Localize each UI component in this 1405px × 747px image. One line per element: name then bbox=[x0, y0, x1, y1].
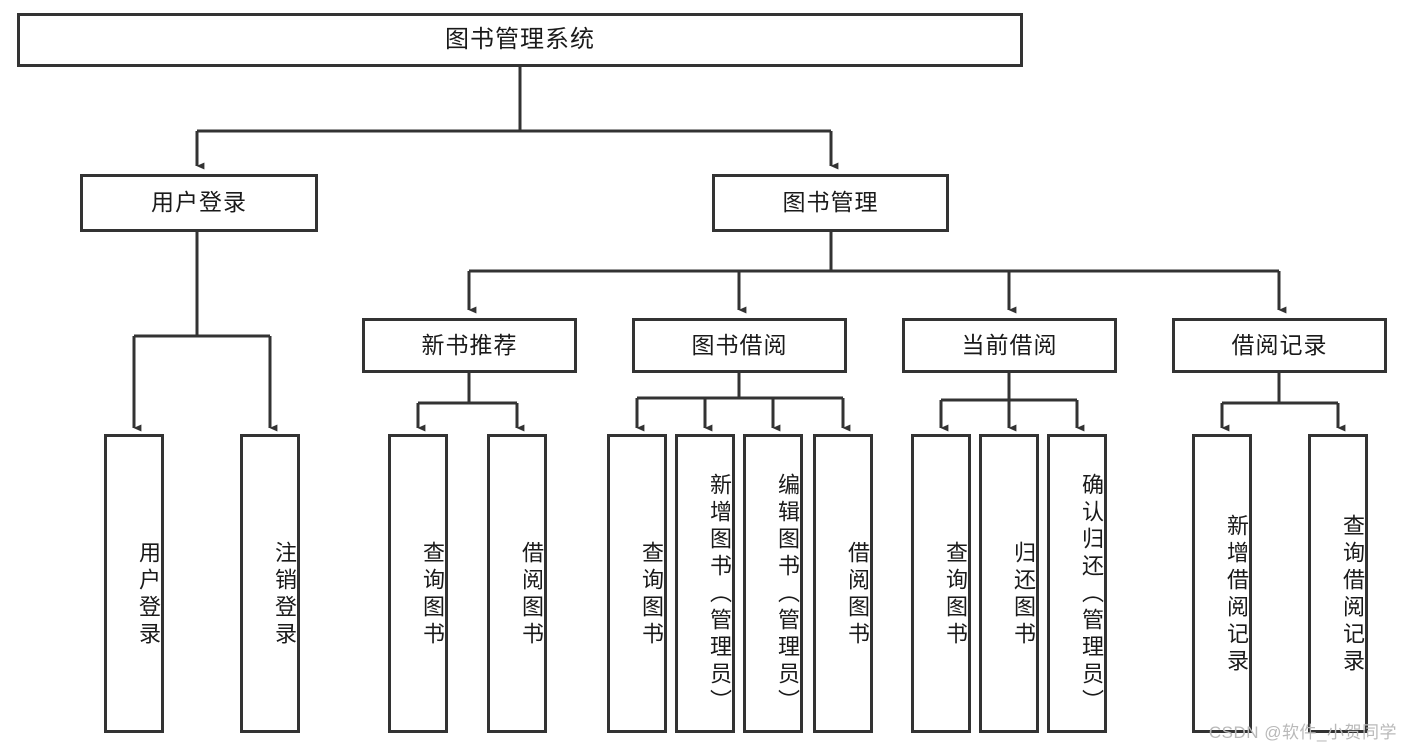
node-book-borrow-label: 图书借阅 bbox=[691, 331, 788, 358]
leaf-rec-query2[interactable]: 查询借阅记录 bbox=[1308, 434, 1368, 733]
leaf-user-login[interactable]: 用户登录 bbox=[104, 434, 164, 733]
leaf-rec-add-label: 新增借阅记录 bbox=[1224, 513, 1249, 676]
leaf-borrow-add-label: 新增图书（管理员） bbox=[707, 473, 732, 716]
node-user-login-label: 用户登录 bbox=[151, 189, 247, 216]
node-root-label: 图书管理系统 bbox=[445, 25, 595, 53]
leaf-rec-add[interactable]: 新增借阅记录 bbox=[1192, 434, 1252, 733]
node-new-book-rec[interactable]: 新书推荐 bbox=[362, 318, 577, 373]
leaf-borrow-query[interactable]: 查询图书 bbox=[607, 434, 667, 733]
leaf-user-logout-label: 注销登录 bbox=[272, 540, 297, 649]
node-book-manage[interactable]: 图书管理 bbox=[712, 174, 949, 232]
leaf-cur-return-label: 归还图书 bbox=[1011, 540, 1036, 649]
leaf-cur-query-label: 查询图书 bbox=[943, 540, 968, 649]
node-current-borrow[interactable]: 当前借阅 bbox=[902, 318, 1117, 373]
leaf-rec-borrow[interactable]: 借阅图书 bbox=[487, 434, 547, 733]
leaf-borrow-query-label: 查询图书 bbox=[639, 540, 664, 649]
node-user-login[interactable]: 用户登录 bbox=[80, 174, 318, 232]
node-new-book-rec-label: 新书推荐 bbox=[421, 331, 518, 358]
leaf-rec-query2-label: 查询借阅记录 bbox=[1340, 513, 1365, 676]
node-borrow-record-label: 借阅记录 bbox=[1231, 331, 1328, 358]
leaf-user-logout[interactable]: 注销登录 bbox=[240, 434, 300, 733]
node-root[interactable]: 图书管理系统 bbox=[17, 13, 1023, 67]
leaf-borrow-edit-label: 编辑图书（管理员） bbox=[775, 473, 800, 716]
leaf-cur-confirm-label: 确认归还（管理员） bbox=[1079, 473, 1104, 716]
leaf-rec-query-label: 查询图书 bbox=[420, 540, 445, 649]
leaf-rec-borrow-label: 借阅图书 bbox=[519, 540, 544, 649]
node-book-borrow[interactable]: 图书借阅 bbox=[632, 318, 847, 373]
leaf-user-login-label: 用户登录 bbox=[136, 540, 161, 649]
leaf-borrow-edit[interactable]: 编辑图书（管理员） bbox=[743, 434, 803, 733]
watermark-text: CSDN @软件_小贺同学 bbox=[1208, 723, 1397, 742]
leaf-borrow-lend-label: 借阅图书 bbox=[845, 540, 870, 649]
node-borrow-record[interactable]: 借阅记录 bbox=[1172, 318, 1387, 373]
leaf-borrow-lend[interactable]: 借阅图书 bbox=[813, 434, 873, 733]
leaf-rec-query[interactable]: 查询图书 bbox=[388, 434, 448, 733]
leaf-cur-confirm[interactable]: 确认归还（管理员） bbox=[1047, 434, 1107, 733]
leaf-cur-query[interactable]: 查询图书 bbox=[911, 434, 971, 733]
leaf-borrow-add[interactable]: 新增图书（管理员） bbox=[675, 434, 735, 733]
leaf-cur-return[interactable]: 归还图书 bbox=[979, 434, 1039, 733]
node-book-manage-label: 图书管理 bbox=[782, 189, 879, 216]
node-current-borrow-label: 当前借阅 bbox=[961, 331, 1058, 358]
